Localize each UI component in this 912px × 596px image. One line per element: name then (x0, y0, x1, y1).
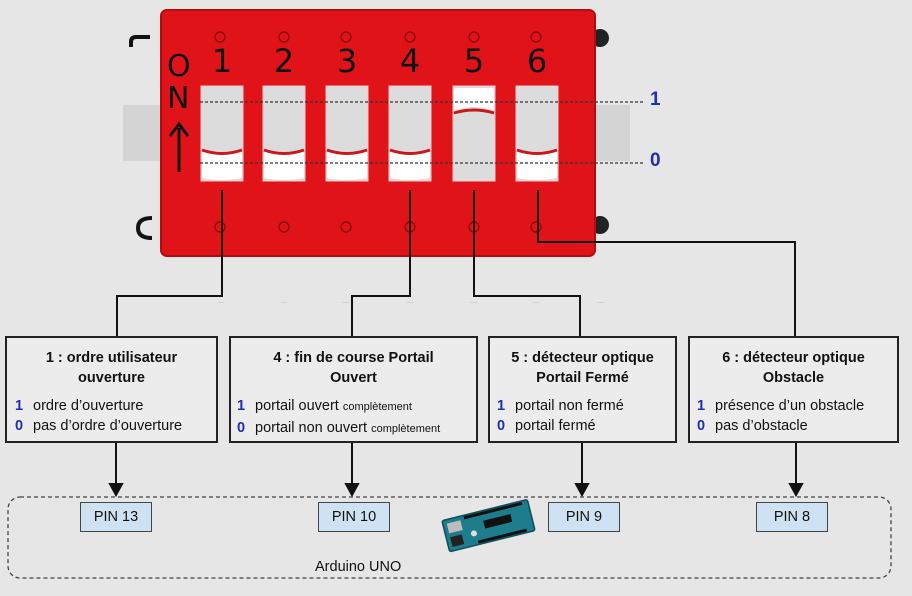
switch-toggle-3[interactable] (325, 85, 369, 182)
pin-10-label: PIN 10 (318, 502, 390, 532)
level-0-label: 0 (650, 150, 661, 171)
switch-toggle-5[interactable] (452, 85, 496, 182)
left-top-pin (129, 35, 150, 47)
switch-toggle-4[interactable] (388, 85, 432, 182)
switch-toggle-1[interactable] (200, 85, 244, 182)
arduino-label: Arduino UNO (315, 559, 402, 575)
pin-arrows (108, 443, 804, 498)
switch-number-5: 5 (464, 42, 484, 80)
switch-number-3: 3 (337, 42, 357, 80)
on-label-n: N (167, 81, 189, 116)
pin-13-label: PIN 13 (80, 502, 152, 532)
desc-title: 6 : détecteur optique Obstacle (722, 350, 865, 386)
arduino-board-image (441, 499, 536, 553)
wires (116, 190, 796, 336)
switch-number-1: 1 (212, 42, 232, 80)
pin-9-label: PIN 9 (548, 502, 620, 532)
on-label-o: O (167, 49, 191, 84)
switch-toggle-2[interactable] (262, 85, 306, 182)
desc-title: 1 : ordre utilisateur ouverture (45, 350, 178, 386)
switch-body (160, 9, 596, 257)
arduino-outline (7, 496, 892, 579)
switch-toggle-6[interactable] (515, 85, 559, 182)
switch-number-6: 6 (527, 42, 547, 80)
desc-title: 4 : fin de course Portail Ouvert (273, 350, 434, 386)
up-arrow-icon (168, 121, 190, 172)
switch-number-4: 4 (400, 42, 420, 80)
left-bottom-pin (135, 216, 153, 240)
switch-number-2: 2 (274, 42, 294, 80)
level-1-label: 1 (650, 89, 661, 110)
pin-8-label: PIN 8 (756, 502, 828, 532)
desc-title: 5 : détecteur optique Portail Fermé (511, 350, 654, 386)
